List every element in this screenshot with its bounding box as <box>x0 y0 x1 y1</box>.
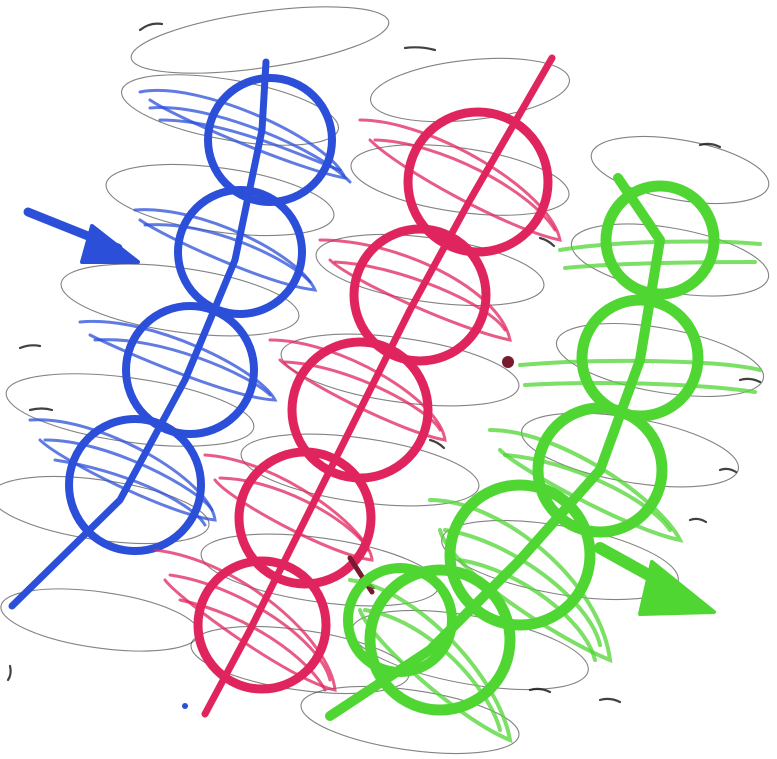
red-circle-5 <box>193 556 331 694</box>
green-arrow <box>594 542 716 616</box>
blue-circle-4 <box>65 415 205 555</box>
blue-circle-3 <box>122 302 258 438</box>
green-circle-5 <box>364 564 516 716</box>
red-circle-4 <box>234 447 376 589</box>
blue-arrow <box>23 207 140 264</box>
red-chain <box>153 54 562 718</box>
red-circle-2 <box>349 224 491 366</box>
blue-chain <box>8 58 352 709</box>
green-circle-4 <box>444 479 596 631</box>
green-hatching <box>348 239 762 744</box>
green-axis-line <box>325 173 665 721</box>
red-circle-1 <box>403 107 553 257</box>
green-circle-1 <box>600 180 720 300</box>
green-chain <box>325 173 762 744</box>
blue-circle-2 <box>174 186 306 318</box>
blue-axis-line <box>8 58 270 610</box>
green-circle-3 <box>532 402 668 538</box>
red-axis-line <box>201 54 556 718</box>
